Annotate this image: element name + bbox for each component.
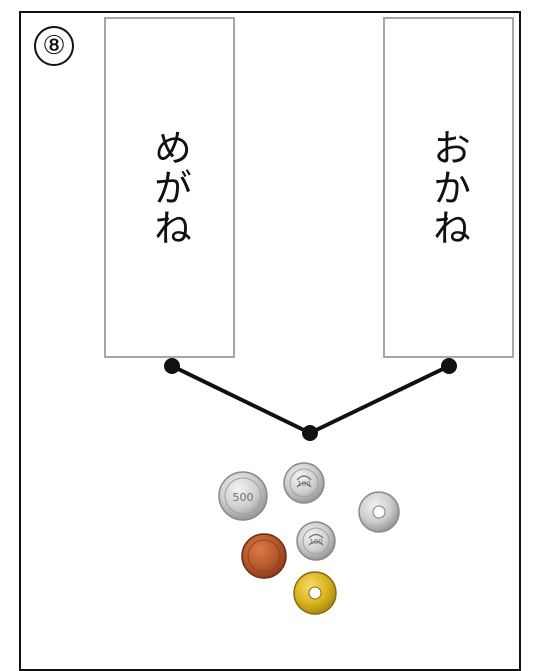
coin-100-middle-label: 100 bbox=[309, 538, 322, 546]
word-card-left-label: めがね bbox=[147, 127, 192, 248]
coin-10 bbox=[241, 533, 287, 579]
connector-lines bbox=[164, 358, 457, 441]
coin-1 bbox=[358, 491, 400, 533]
word-card-right[interactable]: おかね bbox=[383, 17, 514, 358]
connector-point-left[interactable] bbox=[164, 358, 180, 374]
coin-illustration-and-connectors: 500 100 100 bbox=[164, 358, 457, 615]
connector-point-right[interactable] bbox=[441, 358, 457, 374]
coin-100-middle: 100 bbox=[296, 521, 336, 561]
coin-100-top: 100 bbox=[283, 462, 325, 504]
word-card-right-label: おかね bbox=[426, 127, 471, 248]
coin-500: 500 bbox=[218, 471, 268, 521]
word-card-left[interactable]: めがね bbox=[104, 17, 235, 358]
coin-5 bbox=[293, 571, 337, 615]
question-number-badge: ⑧ bbox=[34, 26, 74, 66]
connector-point-center[interactable] bbox=[302, 425, 318, 441]
coin-500-label: 500 bbox=[233, 491, 254, 504]
coin-100-top-label: 100 bbox=[297, 480, 310, 488]
